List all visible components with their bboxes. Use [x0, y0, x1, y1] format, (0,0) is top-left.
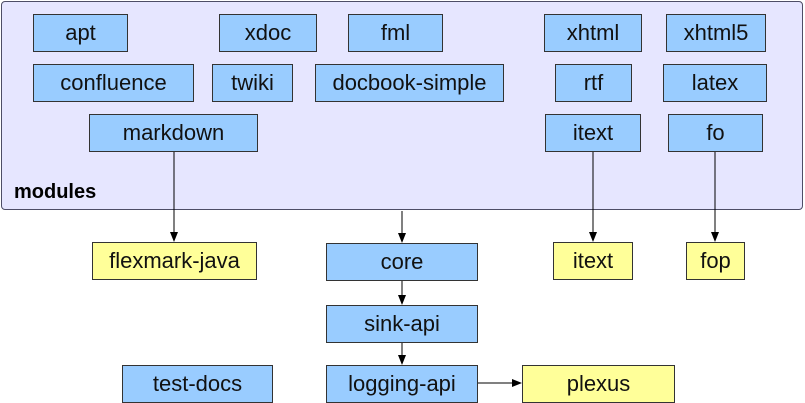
module-fml[interactable]: fml — [348, 14, 443, 52]
module-xhtml[interactable]: xhtml — [544, 14, 642, 52]
module-twiki[interactable]: twiki — [212, 64, 293, 102]
module-xdoc[interactable]: xdoc — [219, 14, 317, 52]
node-itext-lib[interactable]: itext — [553, 242, 633, 280]
module-xhtml5[interactable]: xhtml5 — [666, 14, 766, 52]
node-flexmark-java[interactable]: flexmark-java — [92, 242, 257, 280]
module-markdown[interactable]: markdown — [89, 114, 258, 152]
modules-label: modules — [14, 181, 97, 203]
node-sink-api[interactable]: sink-api — [326, 305, 478, 343]
module-apt[interactable]: apt — [33, 14, 128, 52]
module-docbook-simple[interactable]: docbook-simple — [315, 64, 504, 102]
module-confluence[interactable]: confluence — [33, 64, 194, 102]
node-plexus[interactable]: plexus — [522, 365, 675, 403]
module-fo[interactable]: fo — [668, 114, 763, 152]
node-logging-api[interactable]: logging-api — [326, 365, 478, 403]
module-itext[interactable]: itext — [545, 114, 641, 152]
module-rtf[interactable]: rtf — [555, 64, 632, 102]
node-core[interactable]: core — [326, 243, 478, 281]
node-fop[interactable]: fop — [686, 242, 745, 280]
node-test-docs[interactable]: test-docs — [122, 365, 273, 403]
module-latex[interactable]: latex — [663, 64, 767, 102]
